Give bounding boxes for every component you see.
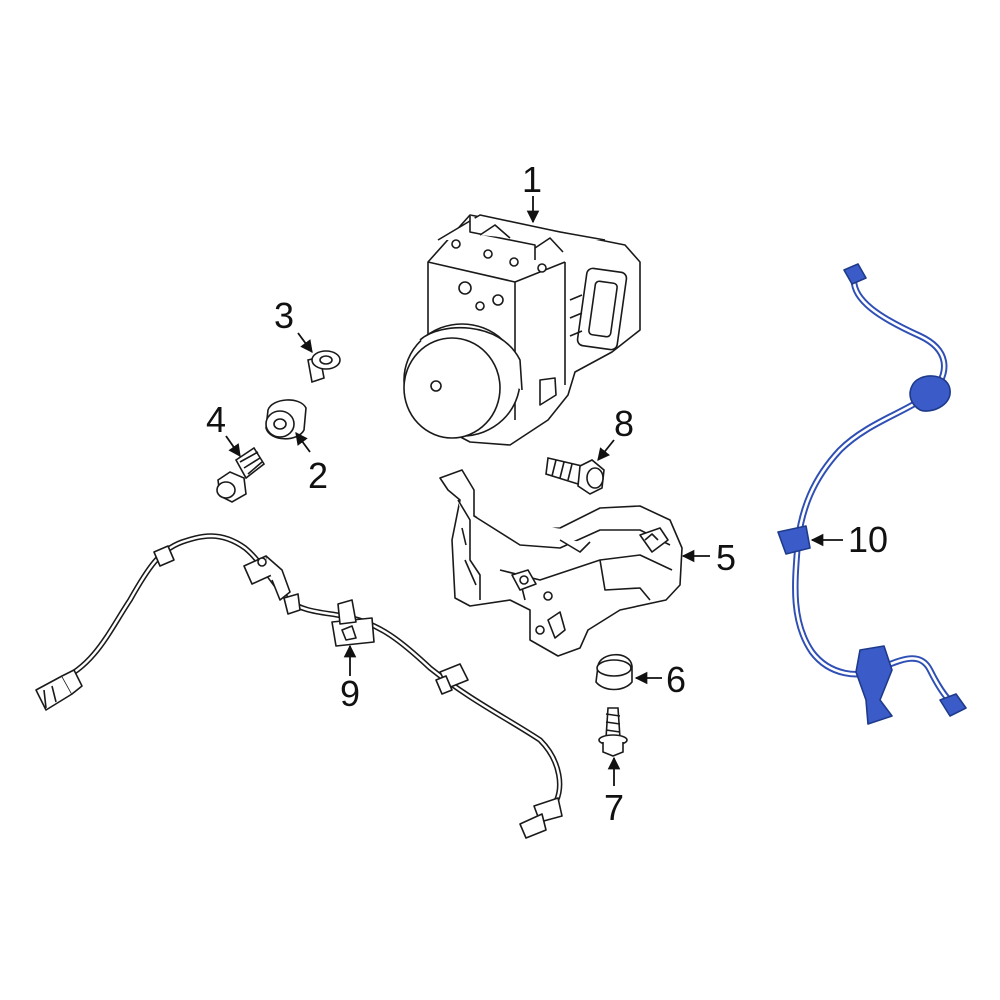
harness-10-components	[777, 263, 967, 725]
wiring-harness-part-10	[792, 274, 962, 710]
abs-modulator-unit	[403, 214, 641, 446]
callout-1: 1	[522, 159, 542, 200]
grommet-part-2	[265, 399, 307, 440]
callout-10: 10	[848, 519, 888, 560]
harness-9-components	[35, 545, 563, 839]
callout-2: 2	[308, 455, 328, 496]
bolt-part-8	[545, 457, 605, 495]
cap-part-6	[595, 653, 633, 691]
callout-6: 6	[666, 659, 686, 700]
callout-9: 9	[340, 673, 360, 714]
callout-3: 3	[274, 295, 294, 336]
callout-7: 7	[604, 787, 624, 828]
callout-5: 5	[716, 537, 736, 578]
bolt-part-4	[216, 446, 266, 503]
callout-4: 4	[206, 399, 226, 440]
callout-8: 8	[614, 403, 634, 444]
stud-bolt-part-7	[598, 707, 628, 757]
bracket-part-5	[439, 469, 683, 657]
bolt-part-3	[307, 350, 341, 384]
leader-arrows	[225, 196, 843, 786]
